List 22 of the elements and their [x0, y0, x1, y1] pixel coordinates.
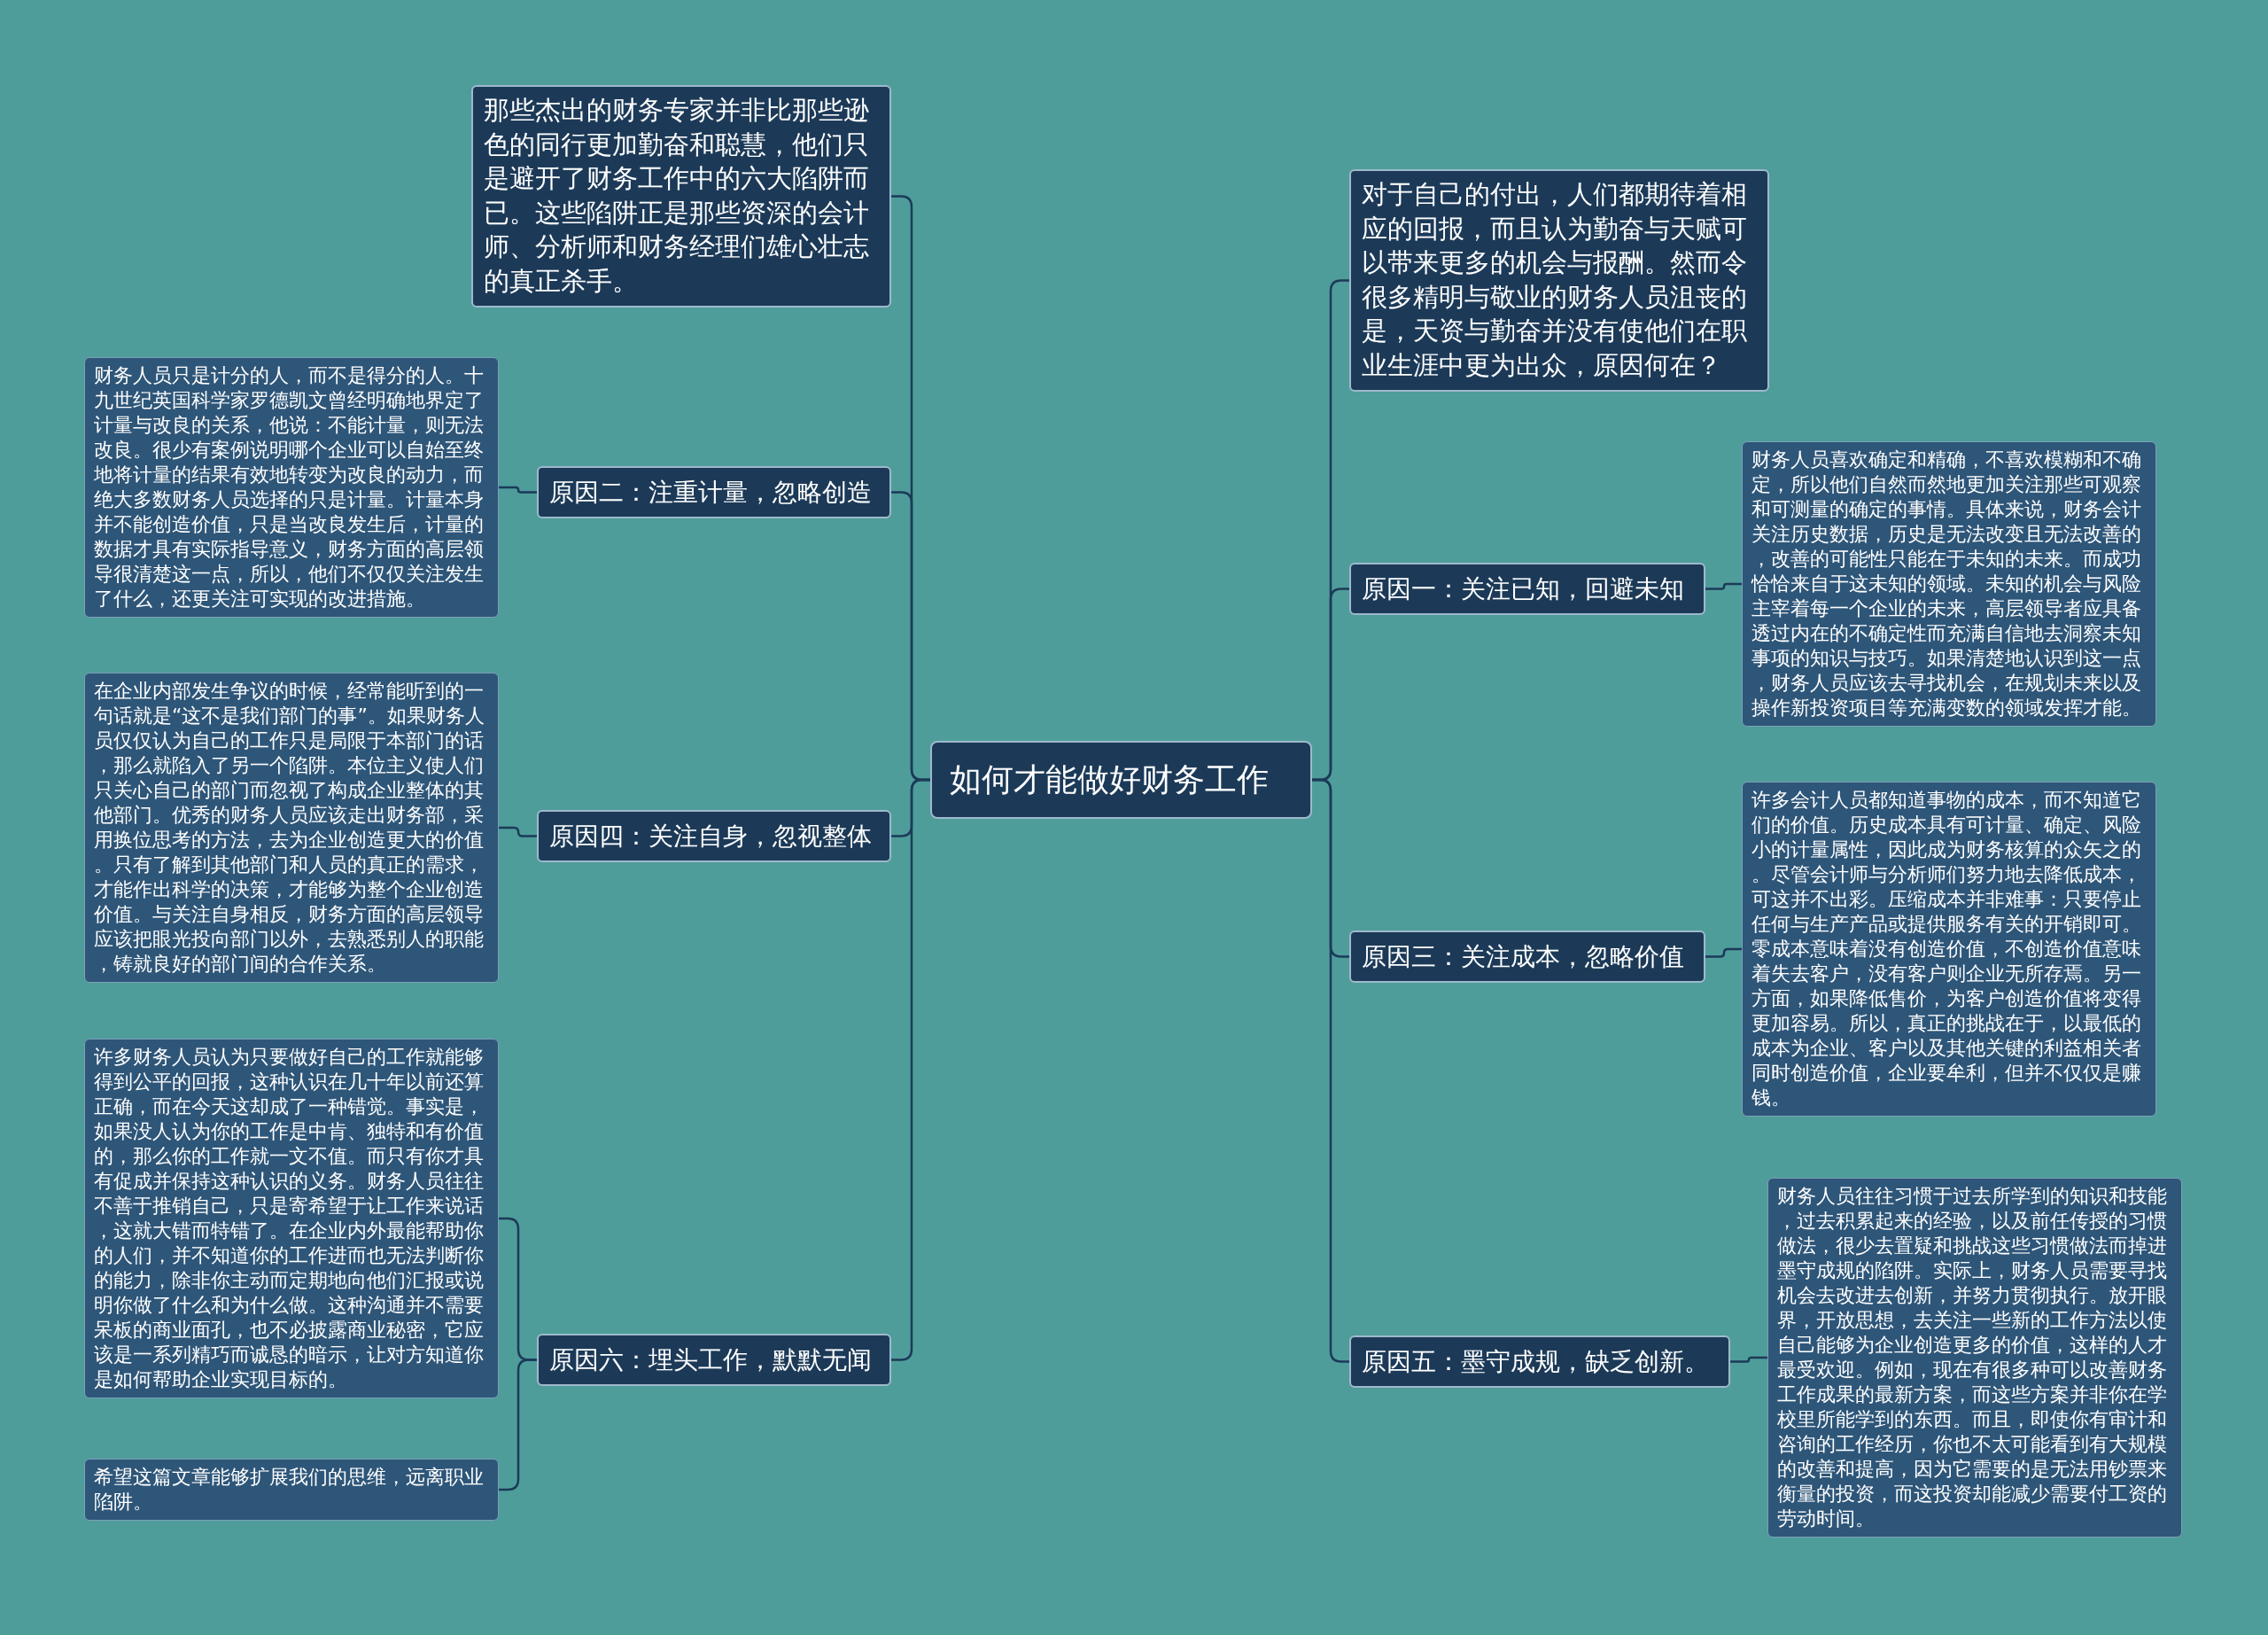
connector-line [1705, 582, 1742, 590]
text-box: 许多会计人员都知道事物的成本，而不知道它们的价值。历史成本具有可计量、确定、风险小的计量属性，因此成为财务核算的众矢之的。尽管会计师与分析师们努力地去降低成本，可这并不出彩。压缩成本并非难事：只要停止任何与生产产品或提供服务有关的开销即可。零成本意味着没有创造价值，不创造价值意味着失去客户，没有客户则企业无所存焉。另一方面，如果降低售价，为客户创造价值将变得更加容易。所以，真正的挑战在于，以最低的成本为企业、客户以及其他关键的利益相关者同时创造价值，企业要牟利，但并不仅仅是赚钱。 [1742, 782, 2156, 1117]
branch-box: 原因一：关注已知，回避未知 [1349, 563, 1705, 615]
connector-line [499, 486, 537, 494]
connector-line [499, 826, 537, 837]
text-box: 财务人员喜欢确定和精确，不喜欢模糊和不确定，所以他们自然而然地更加关注那些可观察和可测量的确定的事情。具体来说，财务会计关注历史数据，历史是无法改变且无法改善的，改善的可能性只能在于未知的未来。而成功恰恰来自于这未知的领域。未知的机会与风险主宰着每一个企业的未来，高层领导者应具备透过内在的不确定性而充满自信地去洞察未知事项的知识与技巧。如果清楚地认识到这一点，财务人员应该去寻找机会，在规划未来以及操作新投资项目等充满变数的领域发挥才能。 [1742, 441, 2156, 727]
branch-box: 原因四：关注自身，忽视整体 [537, 810, 891, 862]
text-box: 财务人员往往习惯于过去所学到的知识和技能，过去积累起来的经验，以及前任传授的习惯做法，很少去置疑和挑战这些习惯做法而掉进墨守成规的陷阱。实际上，财务人员需要寻找机会去改进去创新，并努力贯彻执行。放开眼界，开放思想，去关注一些新的工作方法以使自己能够为企业创造更多的价值，这样的人才最受欢迎。例如，现在有很多种可以改善财务工作成果的最新方案，而这些方案并非你在学校里所能学到的东西。而且，即使你有审计和咨询的工作经历，你也不太可能看到有大规模的改善和提高，因为它需要的是无法用钞票来衡量的投资，而这投资却能减少需要付工资的劳动时间。 [1767, 1178, 2182, 1538]
text-box: 希望这篇文章能够扩展我们的思维，远离职业陷阱。 [84, 1459, 499, 1521]
branch-box: 原因五：墨守成规，缺乏创新。 [1349, 1335, 1730, 1388]
branch-box: 原因二：注重计量，忽略创造 [537, 466, 891, 518]
branch-box: 原因六：埋头工作，默默无闻 [537, 1334, 891, 1386]
text-box: 对于自己的付出，人们都期待着相应的回报，而且认为勤奋与天赋可以带来更多的机会与报酬。然而令很多精明与敬业的财务人员沮丧的是，天资与勤奋并没有使他们在职业生涯中更为出众，原因何在？ [1349, 169, 1769, 392]
text-box: 在企业内部发生争议的时候，经常能听到的一句话就是“这不是我们部门的事”。如果财务人员仅仅认为自己的工作只是局限于本部门的话，那么就陷入了另一个陷阱。本位主义使人们只关心自己的部门而忽视了构成企业整体的其他部门。优秀的财务人员应该走出财务部，采用换位思考的方法，去为企业创造更大的价值。只有了解到其他部门和人员的真正的需求，才能作出科学的决策，才能够为整个企业创造价值。与关注自身相反，财务方面的高层领导应该把眼光投向部门以外，去熟悉别人的职能，铸就良好的部门间的合作关系。 [84, 673, 499, 983]
text-box: 那些杰出的财务专家并非比那些逊色的同行更加勤奋和聪慧，他们只是避开了财务工作中的六大陷阱而已。这些陷阱正是那些资深的会计师、分析师和财务经理们雄心壮志的真正杀手。 [471, 85, 891, 308]
text-box: 财务人员只是计分的人，而不是得分的人。十九世纪英国科学家罗德凯文曾经明确地界定了计量与改良的关系，他说：不能计量，则无法改良。很少有案例说明哪个企业可以自始至终地将计量的结果有效地转变为改良的动力，而绝大多数财务人员选择的只是计量。计量本身并不能创造价值，只是当改良发生后，计量的数据才具有实际指导意义，财务方面的高层领导很清楚这一点，所以，他们不仅仅关注发生了什么，还更关注可实现的改进措施。 [84, 357, 499, 618]
branch-box: 原因三：关注成本，忽略价值 [1349, 930, 1705, 983]
connector-line [1705, 947, 1742, 958]
text-box: 许多财务人员认为只要做好自己的工作就能够得到公平的回报，这种认识在几十年以前还算正确，而在今天这却成了一种错觉。事实是，如果没人认为你的工作是中肯、独特和有价值的，那么你的工作就一文不值。而只有你才具有促成并保持这种认识的义务。财务人员往往不善于推销自己，只是寄希望于让工作来说话，这就大错而特错了。在企业内外最能帮助你的人们，并不知道你的工作进而也无法判断你的能力，除非你主动而定期地向他们汇报或说明你做了什么和为什么做。这种沟通并不需要呆板的商业面孔，也不必披露商业秘密，它应该是一系列精巧而诚恳的暗示，让对方知道你是如何帮助企业实现目标的。 [84, 1039, 499, 1398]
topic-box: 如何才能做好财务工作 [930, 741, 1312, 819]
connector-line [499, 1359, 537, 1491]
connector-line [1730, 1356, 1767, 1363]
